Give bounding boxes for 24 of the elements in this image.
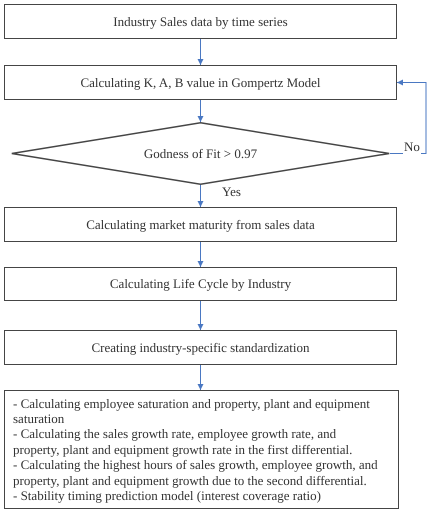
arrow <box>198 100 204 122</box>
list-item-text: - Calculating the sales growth rate, employee growth rate, and property, plant and equipment growth rate in the first differential. <box>13 426 354 458</box>
list-item-text: - Stability timing prediction model (interest coverage ratio) <box>13 488 322 504</box>
step-label: Industry Sales data by time series <box>113 14 288 30</box>
arrow <box>198 364 204 390</box>
step-label: Calculating Life Cycle by Industry <box>110 276 292 292</box>
process-box <box>4 65 397 100</box>
arrow <box>198 242 204 268</box>
process-box <box>4 330 397 365</box>
list-item-text: - Calculating employee saturation and property, plant and equipment saturation <box>13 396 371 426</box>
step-label: Creating industry-specific standardization <box>91 340 310 356</box>
arrow <box>198 300 204 330</box>
process-box <box>4 4 397 39</box>
arrow <box>390 80 426 154</box>
arrow <box>198 184 204 208</box>
step-label: Calculating market maturity from sales data <box>86 216 315 232</box>
list-item-text: - Calculating the highest hours of sales growth, employee growth, and property, plant and equipment growth due to the second differential. <box>13 457 379 488</box>
process-box <box>4 390 399 509</box>
process-box <box>4 207 397 242</box>
step-label: Calculating K, A, B value in Gompertz Model <box>80 74 321 90</box>
step-label: Godness of Fit > 0.97 <box>144 146 258 162</box>
arrow <box>198 38 204 66</box>
decision-diamond <box>11 122 390 185</box>
process-box <box>4 267 397 301</box>
